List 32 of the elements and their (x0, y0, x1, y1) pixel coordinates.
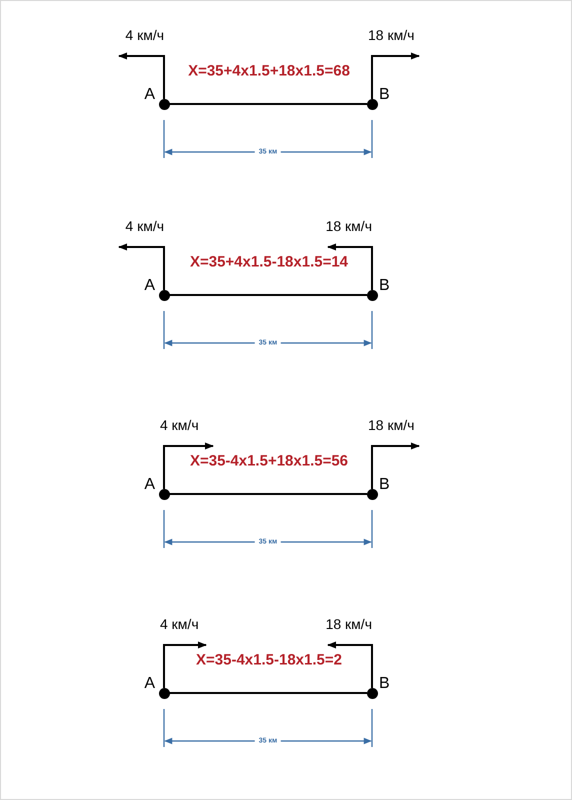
point-label: B (379, 477, 390, 493)
connector-line (169, 692, 367, 694)
point-marker (158, 98, 170, 110)
speed-label: 4 км/ч (160, 617, 199, 631)
connector-line (169, 493, 367, 495)
point-label: B (379, 676, 390, 692)
formula: X=35-4x1.5-18x1.5=2 (196, 652, 342, 668)
point-marker (366, 488, 378, 500)
formula: X=35+4x1.5-18x1.5=14 (190, 254, 348, 270)
point-marker (366, 688, 378, 698)
point-label: A (144, 87, 155, 103)
speed-label: 4 км/ч (160, 418, 199, 432)
connector-line (169, 103, 367, 105)
point-label: A (144, 477, 155, 493)
speed-label: 18 км/ч (326, 219, 372, 233)
point-label: A (144, 676, 155, 692)
speed-label: 4 км/ч (125, 219, 164, 233)
point-marker (158, 688, 170, 698)
speed-label: 4 км/ч (125, 28, 164, 42)
point-marker (366, 98, 378, 110)
point-label: A (144, 278, 155, 294)
point-label: B (379, 278, 390, 294)
connector-line (169, 294, 367, 296)
point-marker (366, 290, 378, 300)
speed-label: 18 км/ч (368, 28, 414, 42)
formula: X=35-4x1.5+18x1.5=56 (190, 454, 348, 468)
formula: X=35+4x1.5+18x1.5=68 (188, 64, 350, 78)
point-marker (158, 290, 170, 300)
speed-label: 18 км/ч (326, 617, 372, 631)
point-label: B (379, 87, 390, 103)
speed-label: 18 км/ч (368, 418, 414, 432)
point-marker (158, 488, 170, 500)
